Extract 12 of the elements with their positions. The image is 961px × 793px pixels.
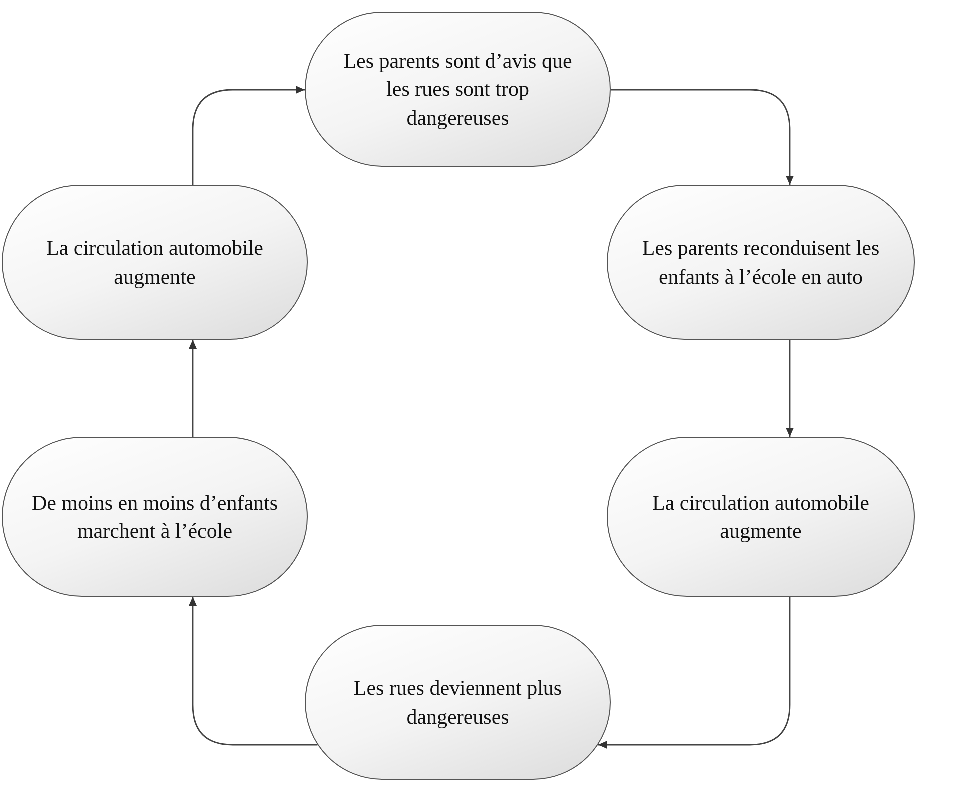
arrow [611, 89, 794, 185]
node-text: De moins en moins d’enfants marchent à l’école [31, 490, 279, 545]
arrow [598, 597, 791, 749]
node-text: La circulation automobile augmente [652, 490, 870, 545]
arrow [192, 86, 305, 185]
arrow [189, 340, 197, 437]
node-text: La circulation automobile augmente [46, 235, 264, 290]
arrow [189, 597, 318, 746]
node-text: Les rues deviennent plus dangereuses [352, 675, 564, 730]
node-text: Les parents sont d’avis que les rues sont trop dangereuses [342, 48, 574, 132]
arrow [786, 340, 794, 437]
node-text: Les parents reconduisent les enfants à l’école en auto [641, 235, 881, 290]
